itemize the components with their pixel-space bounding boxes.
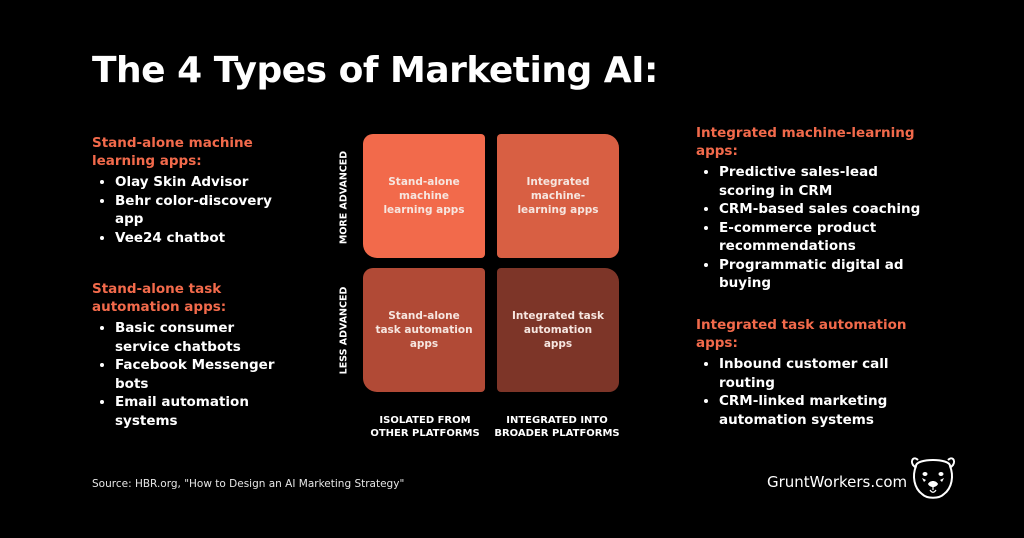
list-item: Facebook Messenger bots	[115, 356, 292, 393]
bear-head-icon	[910, 457, 956, 499]
list-item: Programmatic digital ad buying	[719, 256, 926, 293]
section-integrated-task: Integrated task automation apps: Inbound…	[696, 316, 926, 429]
quadrant-label: Integrated task automation apps	[512, 310, 604, 350]
section-list: Inbound customer call routing CRM-linked…	[696, 355, 926, 429]
section-heading: Integrated machine-learning apps:	[696, 125, 915, 159]
quadrant-label: Stand-alone task automation apps	[375, 310, 473, 350]
list-item: CRM-linked marketing automation systems	[719, 392, 926, 429]
quadrant-bottom-right: Integrated task automation apps	[497, 268, 619, 392]
section-standalone-task: Stand-alone task automation apps: Basic …	[92, 280, 292, 430]
section-heading: Stand-alone task automation apps:	[92, 281, 227, 315]
source-citation: Source: HBR.org, "How to Design an AI Ma…	[92, 478, 405, 490]
quadrant-matrix: MORE ADVANCED LESS ADVANCED Stand-alone …	[330, 130, 630, 460]
page-title: The 4 Types of Marketing AI:	[92, 50, 658, 91]
list-item: Olay Skin Advisor	[115, 173, 282, 192]
section-integrated-ml: Integrated machine-learning apps: Predic…	[696, 124, 926, 293]
quadrant-top-right: Integrated machine-learning apps	[497, 134, 619, 258]
quadrant-label: Integrated machine-learning apps	[517, 176, 599, 216]
section-heading: Integrated task automation apps:	[696, 317, 907, 351]
quadrant-top-left: Stand-alone machine learning apps	[363, 134, 485, 258]
list-item: E-commerce product recommendations	[719, 219, 926, 256]
section-list: Olay Skin Advisor Behr color-discovery a…	[92, 173, 282, 247]
list-item: Inbound customer call routing	[719, 355, 926, 392]
list-item: Vee24 chatbot	[115, 229, 282, 248]
y-axis-label-bottom: LESS ADVANCED	[338, 286, 350, 375]
list-item: CRM-based sales coaching	[719, 200, 926, 219]
list-item: Email automation systems	[115, 393, 292, 430]
list-item: Basic consumer service chatbots	[115, 319, 292, 356]
list-item: Predictive sales-lead scoring in CRM	[719, 163, 926, 200]
section-list: Predictive sales-lead scoring in CRM CRM…	[696, 163, 926, 293]
section-heading: Stand-alone machine learning apps:	[92, 135, 253, 169]
list-item: Behr color-discovery app	[115, 192, 282, 229]
section-list: Basic consumer service chatbots Facebook…	[92, 319, 292, 430]
quadrant-bottom-left: Stand-alone task automation apps	[363, 268, 485, 392]
quadrant-label: Stand-alone machine learning apps	[383, 176, 465, 216]
y-axis-label-top: MORE ADVANCED	[338, 150, 350, 245]
section-standalone-ml: Stand-alone machine learning apps: Olay …	[92, 134, 282, 247]
x-axis-label-right: INTEGRATED INTO BROADER PLATFORMS	[494, 415, 620, 439]
brand-name: GruntWorkers.com	[767, 473, 908, 491]
x-axis-label-left: ISOLATED FROM OTHER PLATFORMS	[370, 415, 480, 439]
